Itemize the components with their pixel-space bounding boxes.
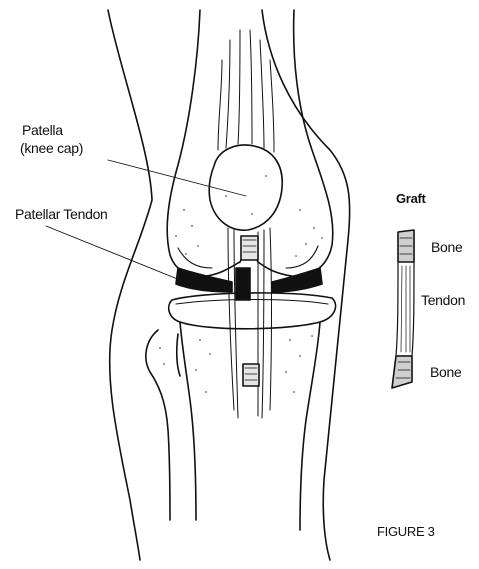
tibia	[169, 293, 336, 530]
patella	[209, 145, 282, 230]
figure-caption: FIGURE 3	[377, 523, 435, 540]
label-graft-tendon: Tendon	[421, 292, 465, 309]
label-patellar-tendon: Patellar Tendon	[15, 206, 108, 223]
fibula	[146, 330, 180, 520]
label-patella: Patella	[22, 122, 63, 139]
quadriceps-tendon	[218, 30, 274, 152]
label-patella-knee-cap: (knee cap)	[20, 140, 83, 157]
tunnel-blocks	[241, 236, 259, 386]
label-graft-bone-bottom: Bone	[430, 364, 462, 381]
graft-illustration	[392, 230, 414, 388]
label-graft: Graft	[396, 190, 426, 207]
label-graft-bone-top: Bone	[431, 239, 463, 256]
